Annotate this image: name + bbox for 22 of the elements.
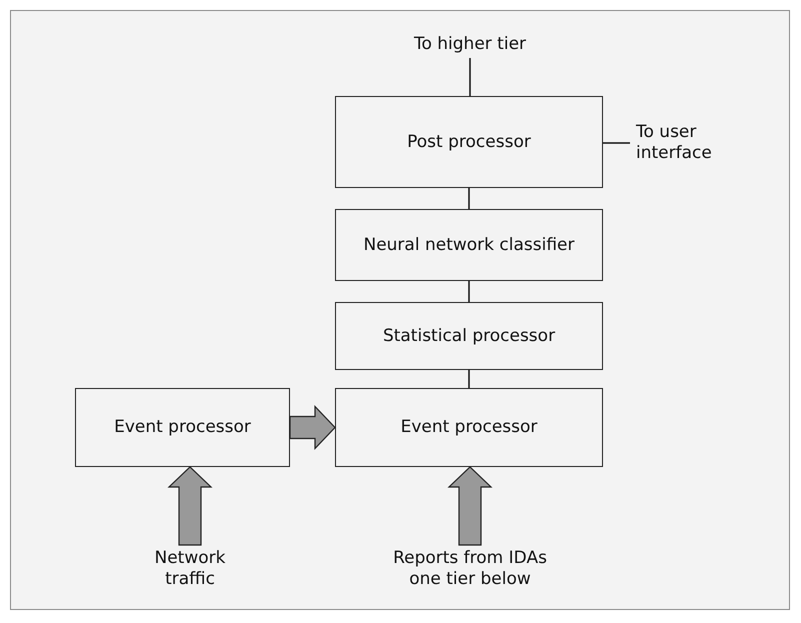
box-label: Event processor <box>400 417 538 438</box>
process-box <box>335 388 603 467</box>
process-box <box>75 388 290 467</box>
box-label: Post processor <box>407 132 531 152</box>
box-label: Event processor <box>114 417 251 438</box>
connector-line <box>468 188 470 209</box>
node-label: Network traffic <box>154 548 226 590</box>
connector-line <box>468 370 470 388</box>
connector-line <box>469 58 471 96</box>
process-box <box>335 209 603 281</box>
connector-line <box>468 281 470 302</box>
box-label: Statistical processor <box>382 326 556 346</box>
node-label: To higher tier <box>414 34 526 54</box>
connector-line <box>603 142 630 144</box>
block-arrow <box>289 405 336 450</box>
process-box <box>335 302 603 370</box>
process-box <box>335 96 603 188</box>
node-label: To user interface <box>636 122 713 164</box>
box-label: Neural network classifier <box>363 234 574 256</box>
block-arrow <box>448 466 492 546</box>
node-label: Reports from IDAs one tier below <box>392 548 548 590</box>
block-arrow <box>168 466 212 546</box>
